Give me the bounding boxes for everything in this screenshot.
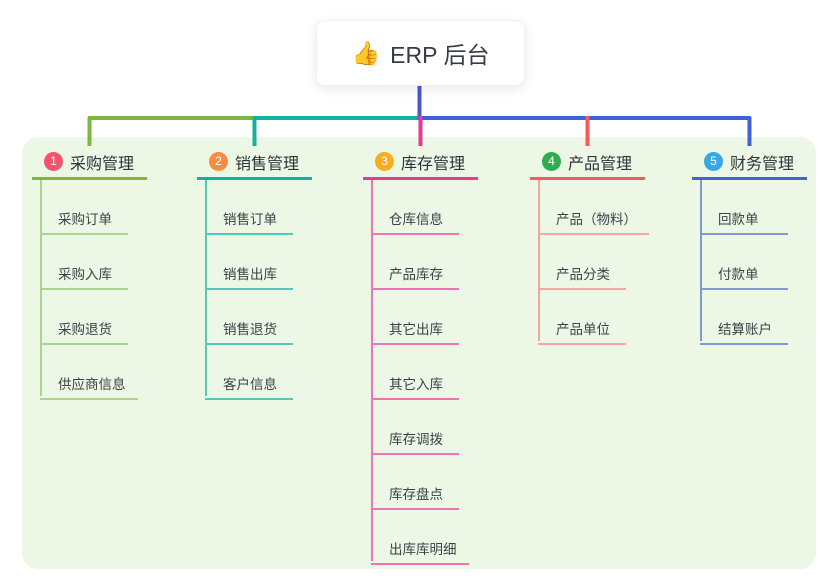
- child-node-label: 其它出库: [389, 322, 443, 337]
- child-node[interactable]: 出库库明细: [371, 510, 469, 565]
- child-node-label: 采购退货: [58, 322, 112, 337]
- branch-number-badge: 3: [375, 152, 394, 171]
- branch-label: 采购管理: [70, 155, 135, 173]
- child-node[interactable]: 销售退货: [205, 290, 293, 345]
- child-node[interactable]: 采购入库: [40, 235, 128, 290]
- branch-children: 采购订单 采购入库 采购退货 供应商信息: [32, 180, 147, 400]
- child-node-label: 仓库信息: [389, 212, 443, 227]
- child-node[interactable]: 回款单: [700, 180, 788, 235]
- branch-label: 销售管理: [235, 155, 300, 173]
- branch-node[interactable]: 2 销售管理: [197, 140, 312, 180]
- root-node-label: ERP 后台: [390, 42, 490, 68]
- child-node-label: 出库库明细: [389, 542, 457, 557]
- child-node-label: 销售订单: [223, 212, 277, 227]
- branch-node[interactable]: 5 财务管理: [692, 140, 807, 180]
- branch-column: 4 产品管理 产品（物料） 产品分类 产品单位: [530, 140, 649, 345]
- branch-node[interactable]: 1 采购管理: [32, 140, 147, 180]
- child-node-label: 付款单: [718, 267, 759, 282]
- branch-number-badge: 4: [542, 152, 561, 171]
- child-node-label: 产品库存: [389, 267, 443, 282]
- child-node[interactable]: 仓库信息: [371, 180, 459, 235]
- child-node-label: 客户信息: [223, 377, 277, 392]
- child-node-label: 采购入库: [58, 267, 112, 282]
- child-node-label: 库存调拨: [389, 432, 443, 447]
- child-node[interactable]: 客户信息: [205, 345, 293, 400]
- child-node[interactable]: 库存调拨: [371, 400, 459, 455]
- child-node[interactable]: 其它入库: [371, 345, 459, 400]
- branch-column: 2 销售管理 销售订单 销售出库 销售退货 客户信息: [197, 140, 312, 400]
- child-node-label: 供应商信息: [58, 377, 126, 392]
- child-node[interactable]: 销售订单: [205, 180, 293, 235]
- child-node-label: 库存盘点: [389, 487, 443, 502]
- branch-column: 3 库存管理 仓库信息 产品库存 其它出库 其它入库 库存调拨 库存盘点 出库库…: [363, 140, 478, 565]
- child-node[interactable]: 产品库存: [371, 235, 459, 290]
- thumbs-up-icon: 👍: [351, 39, 381, 66]
- child-node-label: 结算账户: [718, 322, 772, 337]
- mindmap-panel: [22, 137, 816, 569]
- branch-label: 产品管理: [568, 155, 633, 173]
- children-connector-line: [538, 180, 540, 341]
- children-connector-line: [205, 180, 207, 396]
- branch-children: 仓库信息 产品库存 其它出库 其它入库 库存调拨 库存盘点 出库库明细: [363, 180, 478, 565]
- child-node[interactable]: 其它出库: [371, 290, 459, 345]
- child-node[interactable]: 结算账户: [700, 290, 788, 345]
- child-node-label: 销售退货: [223, 322, 277, 337]
- child-node[interactable]: 产品分类: [538, 235, 626, 290]
- child-node[interactable]: 付款单: [700, 235, 788, 290]
- child-node-label: 产品（物料）: [556, 212, 637, 227]
- children-connector-line: [40, 180, 42, 396]
- branch-column: 5 财务管理 回款单 付款单 结算账户: [692, 140, 807, 345]
- children-connector-line: [700, 180, 702, 341]
- child-node[interactable]: 采购订单: [40, 180, 128, 235]
- child-node[interactable]: 采购退货: [40, 290, 128, 345]
- branch-children: 回款单 付款单 结算账户: [692, 180, 807, 345]
- child-node-label: 产品分类: [556, 267, 610, 282]
- branch-node[interactable]: 3 库存管理: [363, 140, 478, 180]
- branch-number-badge: 2: [209, 152, 228, 171]
- child-node-label: 回款单: [718, 212, 759, 227]
- children-connector-line: [371, 180, 373, 561]
- branch-children: 产品（物料） 产品分类 产品单位: [530, 180, 649, 345]
- branch-node[interactable]: 4 产品管理: [530, 140, 645, 180]
- root-node[interactable]: 👍 ERP 后台: [316, 20, 525, 86]
- child-node[interactable]: 产品单位: [538, 290, 626, 345]
- child-node-label: 产品单位: [556, 322, 610, 337]
- branch-column: 1 采购管理 采购订单 采购入库 采购退货 供应商信息: [32, 140, 147, 400]
- child-node-label: 其它入库: [389, 377, 443, 392]
- branch-label: 财务管理: [730, 155, 795, 173]
- branch-children: 销售订单 销售出库 销售退货 客户信息: [197, 180, 312, 400]
- branch-number-badge: 1: [44, 152, 63, 171]
- child-node[interactable]: 库存盘点: [371, 455, 459, 510]
- child-node[interactable]: 产品（物料）: [538, 180, 649, 235]
- child-node-label: 采购订单: [58, 212, 112, 227]
- child-node-label: 销售出库: [223, 267, 277, 282]
- branch-number-badge: 5: [704, 152, 723, 171]
- child-node[interactable]: 销售出库: [205, 235, 293, 290]
- child-node[interactable]: 供应商信息: [40, 345, 138, 400]
- branch-label: 库存管理: [401, 155, 466, 173]
